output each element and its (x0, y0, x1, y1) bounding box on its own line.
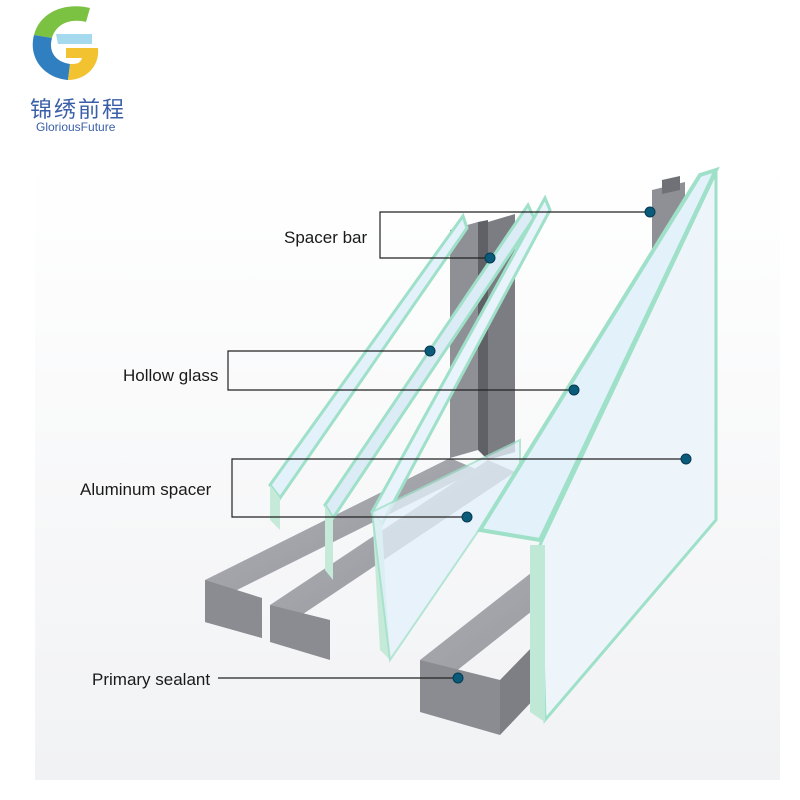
markers (424, 206, 692, 684)
marker-spacer-bar-right (644, 206, 656, 218)
brand-name-english: GloriousFuture (36, 120, 116, 134)
marker-spacer-bar-left (484, 252, 496, 264)
marker-aluminum-spacer-right (680, 453, 692, 465)
marker-aluminum-spacer-left (461, 511, 473, 523)
label-aluminum-spacer: Aluminum spacer (80, 480, 212, 499)
glass-pane-2-face (325, 505, 333, 580)
g-swirl-logo-icon (32, 6, 99, 80)
right-glass-bottom-edge (530, 545, 545, 722)
bottom-bar-1-end (205, 580, 262, 638)
glass-pane-1-edge (270, 485, 280, 530)
leader-hollow-glass (227, 350, 574, 391)
label-hollow-glass: Hollow glass (123, 366, 219, 385)
marker-hollow-glass-right (568, 384, 580, 396)
bottom-bar-1-top (205, 458, 478, 592)
right-glass-pane-front (476, 166, 720, 543)
right-bottom-bar-end (420, 660, 500, 735)
leader-lines (218, 211, 686, 679)
marker-hollow-glass-left (424, 345, 436, 357)
right-spacer-bar-top (662, 176, 680, 194)
label-spacer-bar: Spacer bar (284, 228, 368, 247)
bottom-bar-2-end (270, 605, 330, 660)
leader-aluminum-spacer (231, 458, 686, 518)
brand-name-chinese: 锦绣前程 (30, 98, 127, 123)
spacer-bar-vertical-1 (450, 222, 478, 458)
label-primary-sealant: Primary sealant (92, 670, 211, 689)
leader-spacer-bar (379, 211, 650, 259)
marker-primary-sealant (452, 672, 464, 684)
